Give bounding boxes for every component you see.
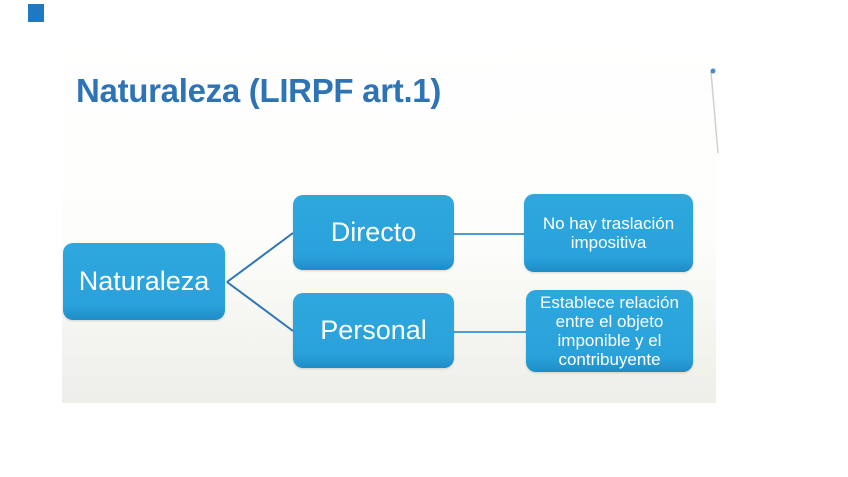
diagram-node-directo-detail: No hay traslación impositiva xyxy=(524,194,693,272)
diagram-node-naturaleza: Naturaleza xyxy=(63,243,225,320)
slide-title: Naturaleza (LIRPF art.1) xyxy=(76,72,442,109)
diagram-node-label: Personal xyxy=(320,314,427,345)
diagram-node-personal-detail: Establece relación entre el objeto impon… xyxy=(526,290,693,372)
diagram-node-detail-text: Establece relación entre el objeto impon… xyxy=(540,293,679,369)
diagram-node-detail-text: No hay traslación impositiva xyxy=(542,214,675,252)
corner-marker xyxy=(28,4,44,22)
diagram-node-personal: Personal xyxy=(293,293,454,368)
diagram-node-directo: Directo xyxy=(293,195,454,270)
diagram-node-label: Directo xyxy=(330,216,417,247)
diagram-node-label: Naturaleza xyxy=(78,265,210,296)
